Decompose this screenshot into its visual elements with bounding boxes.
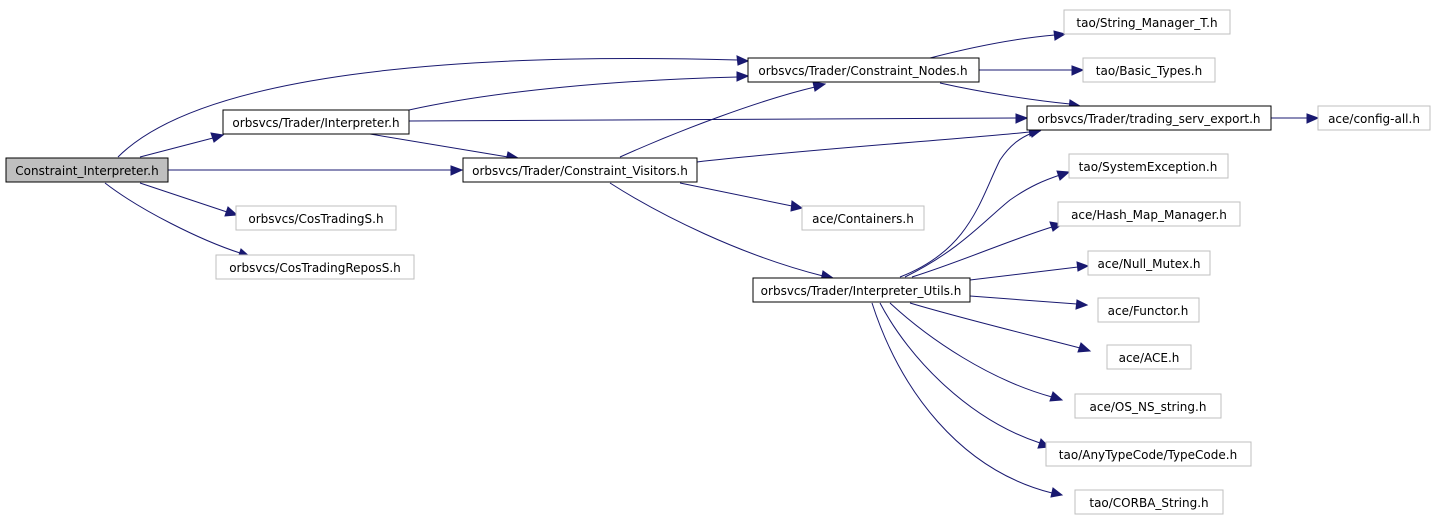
node-label: ace/Hash_Map_Manager.h	[1071, 208, 1227, 222]
edge-visitors-containers	[679, 182, 793, 207]
node-label: orbsvcs/Trader/Interpreter_Utils.h	[761, 284, 962, 298]
node-typecode[interactable]: tao/AnyTypeCode/TypeCode.h	[1045, 441, 1252, 467]
node-interpreter-utils[interactable]: orbsvcs/Trader/Interpreter_Utils.h	[752, 277, 971, 303]
edge-visitors-interpreter-utils	[609, 182, 824, 277]
node-cos-trading-s[interactable]: orbsvcs/CosTradingS.h	[235, 205, 397, 231]
arrowhead	[1306, 113, 1320, 124]
arrowhead	[1053, 30, 1067, 41]
arrowhead	[1076, 261, 1090, 272]
node-label: ace/ACE.h	[1119, 351, 1180, 365]
node-label: orbsvcs/Trader/Constraint_Visitors.h	[472, 164, 688, 178]
node-os-ns-string[interactable]: ace/OS_NS_string.h	[1074, 393, 1222, 419]
node-corba-string[interactable]: tao/CORBA_String.h	[1074, 489, 1224, 515]
arrowhead	[736, 71, 750, 82]
node-ace-h[interactable]: ace/ACE.h	[1106, 344, 1192, 370]
edge-nodes-trading-export	[939, 82, 1071, 105]
node-label: ace/Null_Mutex.h	[1098, 257, 1201, 271]
nodes: Constraint_Interpreter.h orbsvcs/Trader/…	[5, 9, 1431, 515]
edge-interpreter-constraint-visitors	[369, 133, 509, 158]
arrowhead	[736, 55, 750, 66]
node-label: orbsvcs/CosTradingS.h	[248, 212, 383, 226]
edge-root-interpreter	[139, 137, 214, 158]
node-hash-map-manager[interactable]: ace/Hash_Map_Manager.h	[1057, 201, 1241, 227]
arrowhead	[1056, 170, 1071, 181]
edge-utils-hash-map	[911, 226, 1053, 278]
edge-utils-typecode	[879, 302, 1041, 444]
node-constraint-nodes[interactable]: orbsvcs/Trader/Constraint_Nodes.h	[747, 57, 980, 83]
arrowhead	[1015, 113, 1029, 124]
arrowhead	[224, 206, 239, 217]
node-constraint-visitors[interactable]: orbsvcs/Trader/Constraint_Visitors.h	[462, 157, 698, 183]
node-label: ace/OS_NS_string.h	[1090, 400, 1207, 414]
node-label: tao/Basic_Types.h	[1096, 64, 1202, 78]
arrowhead	[1077, 342, 1092, 353]
node-constraint-interpreter[interactable]: Constraint_Interpreter.h	[5, 157, 169, 183]
arrowhead	[1049, 391, 1064, 402]
node-label: tao/String_Manager_T.h	[1076, 16, 1217, 30]
node-system-exception[interactable]: tao/SystemException.h	[1068, 153, 1229, 179]
node-label: orbsvcs/Trader/Constraint_Nodes.h	[758, 64, 967, 78]
edges	[104, 30, 1320, 498]
edge-root-costradings	[139, 182, 228, 213]
arrowhead	[210, 132, 225, 143]
node-functor[interactable]: ace/Functor.h	[1097, 297, 1200, 323]
node-label: ace/Containers.h	[812, 212, 914, 226]
edge-root-costradingrepos	[104, 182, 241, 254]
edge-root-constraint-nodes	[117, 58, 739, 158]
edge-utils-ace	[909, 302, 1081, 349]
node-interpreter[interactable]: orbsvcs/Trader/Interpreter.h	[222, 109, 410, 135]
node-cos-trading-repos-s[interactable]: orbsvcs/CosTradingReposS.h	[215, 254, 415, 280]
arrowhead	[450, 165, 464, 176]
arrowhead	[1050, 487, 1064, 498]
node-config-all[interactable]: ace/config-all.h	[1317, 105, 1431, 131]
arrowhead	[1075, 299, 1089, 310]
edge-utils-trading-export	[899, 132, 1033, 278]
edge-nodes-string-manager	[929, 34, 1056, 59]
node-ace-containers[interactable]: ace/Containers.h	[801, 205, 925, 231]
node-label: Constraint_Interpreter.h	[15, 164, 158, 178]
edge-utils-os-ns-string	[889, 302, 1053, 398]
edge-utils-functor	[969, 295, 1078, 305]
node-label: orbsvcs/Trader/Interpreter.h	[232, 116, 399, 130]
node-label: orbsvcs/CosTradingReposS.h	[229, 261, 401, 275]
node-label: ace/Functor.h	[1108, 304, 1189, 318]
node-label: tao/SystemException.h	[1079, 160, 1218, 174]
edge-utils-null-mutex	[969, 266, 1079, 281]
arrowhead	[1071, 65, 1085, 76]
edge-utils-system-exception	[904, 174, 1061, 278]
node-label: tao/AnyTypeCode/TypeCode.h	[1059, 448, 1237, 462]
arrowhead	[812, 81, 827, 92]
edge-interpreter-constraint-nodes	[408, 76, 739, 111]
node-label: tao/CORBA_String.h	[1089, 496, 1208, 510]
node-basic-types[interactable]: tao/Basic_Types.h	[1082, 57, 1216, 83]
node-label: orbsvcs/Trader/trading_serv_export.h	[1037, 112, 1260, 126]
edge-visitors-constraint-nodes	[619, 86, 816, 158]
node-trading-serv-export[interactable]: orbsvcs/Trader/trading_serv_export.h	[1026, 105, 1272, 131]
arrowhead	[790, 200, 804, 212]
node-label: ace/config-all.h	[1328, 112, 1420, 126]
edge-utils-corba-string	[871, 302, 1053, 494]
node-string-manager[interactable]: tao/String_Manager_T.h	[1063, 9, 1231, 35]
edge-visitors-trading-export	[696, 131, 1031, 163]
node-null-mutex[interactable]: ace/Null_Mutex.h	[1087, 250, 1211, 276]
